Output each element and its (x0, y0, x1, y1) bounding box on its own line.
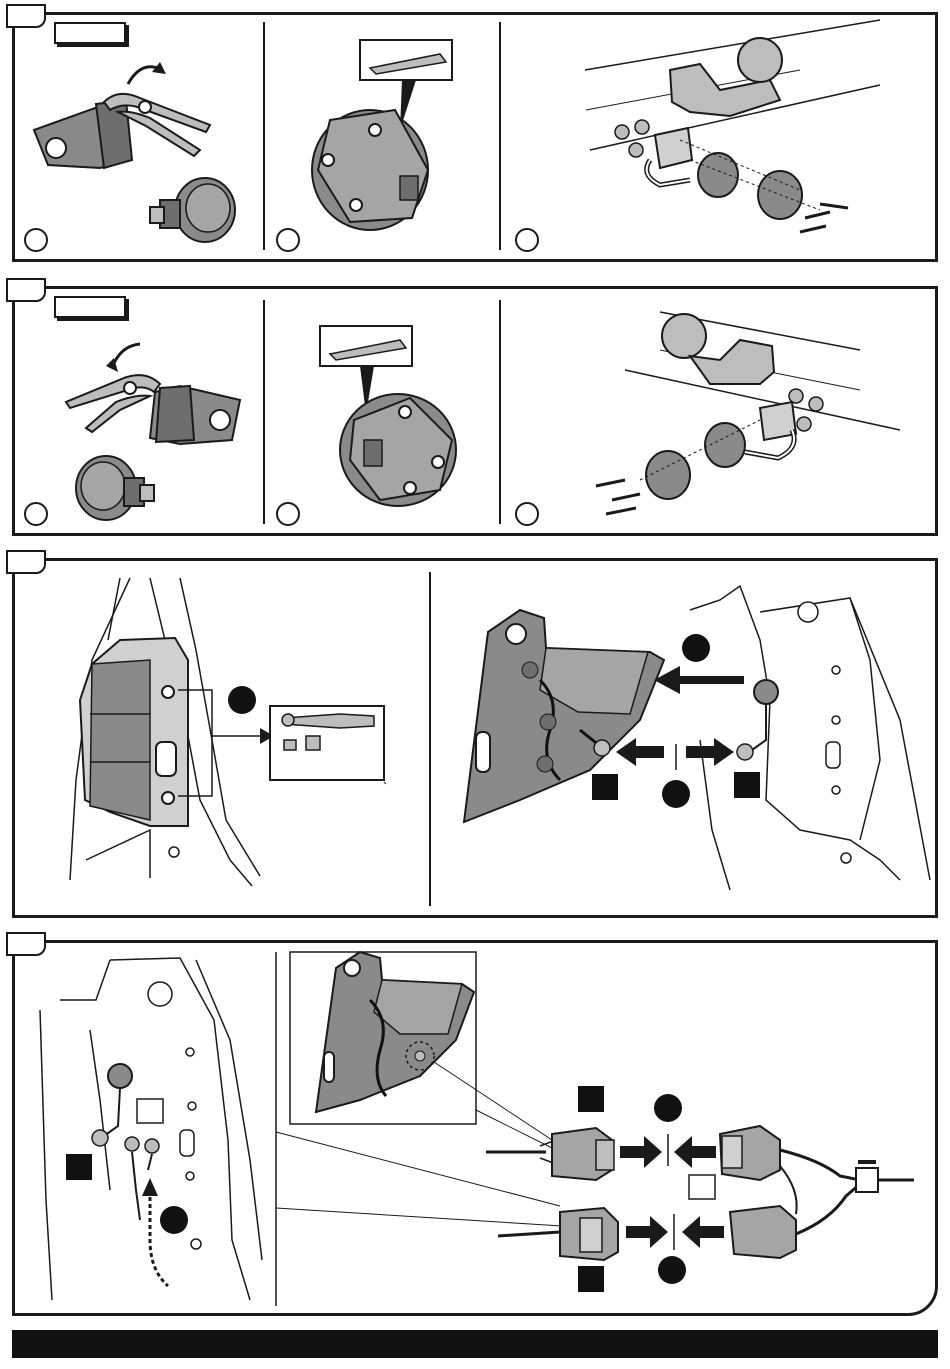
step-label-box-2 (54, 296, 126, 318)
socket-housing-icon (312, 110, 428, 230)
callout-square-3a (592, 774, 618, 800)
callout-square-4a (66, 1154, 92, 1180)
footer-bar (12, 1330, 938, 1358)
step-number-tab-2 (6, 278, 46, 302)
callout-dot-3a (228, 686, 256, 714)
sub-step-circle-2c (515, 502, 539, 526)
callout-square-3b (734, 772, 760, 798)
step-number-tab-4 (6, 932, 46, 956)
callout-dot-3b (682, 634, 710, 662)
step-panel-2 (12, 286, 938, 536)
socket-plug-icon (150, 178, 235, 242)
pliers-icon (34, 94, 210, 168)
callout-dot-3c (662, 780, 690, 808)
step-panel-3 (12, 558, 938, 918)
callout-dot-4a (160, 1206, 188, 1234)
step-number-tab-3 (6, 550, 46, 574)
callout-square-4c (578, 1266, 604, 1292)
sub-step-circle-2a (24, 502, 48, 526)
callout-dot-4b (654, 1094, 682, 1122)
callout-square-4b (578, 1086, 604, 1112)
callout-label-4a (136, 1098, 164, 1124)
rotate-arrow-icon (128, 67, 158, 84)
callout-dot-4c (658, 1256, 686, 1284)
towbar-icon (670, 38, 782, 116)
sub-step-circle-2b (276, 502, 300, 526)
callout-label-4b (688, 1174, 716, 1200)
step-panel-4 (12, 940, 938, 1316)
